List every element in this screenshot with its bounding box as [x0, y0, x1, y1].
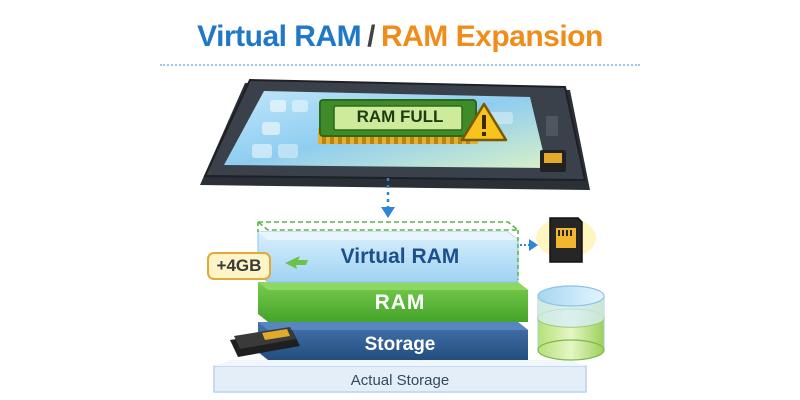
- ram-layer-label: RAM: [374, 291, 426, 314]
- arrow-right-icon: [285, 256, 308, 269]
- title-separator: /: [367, 20, 375, 53]
- ram-full-label: RAM FULL: [356, 107, 444, 126]
- ram-chip-icon: [318, 99, 478, 144]
- actual-storage-label: Actual Storage: [350, 372, 450, 389]
- virtual-ram-layer-label: Virtual RAM: [340, 245, 460, 268]
- sd-card-icon: [536, 217, 596, 263]
- warning-icon: [460, 102, 508, 142]
- title-part-virtual-ram: Virtual RAM: [197, 20, 362, 53]
- plus-4gb-badge: +4GB: [207, 252, 271, 280]
- title-underline: [160, 64, 640, 66]
- arrow-right-icon: [520, 239, 538, 251]
- storage-layer-label: Storage: [364, 334, 436, 355]
- memory-card-icon: [230, 327, 300, 357]
- title-part-ram-expansion: RAM Expansion: [380, 20, 603, 53]
- database-cylinder-icon: [537, 285, 605, 361]
- page-title: Virtual RAM/RAM Expansion: [0, 20, 800, 54]
- arrow-down-icon: [381, 178, 395, 218]
